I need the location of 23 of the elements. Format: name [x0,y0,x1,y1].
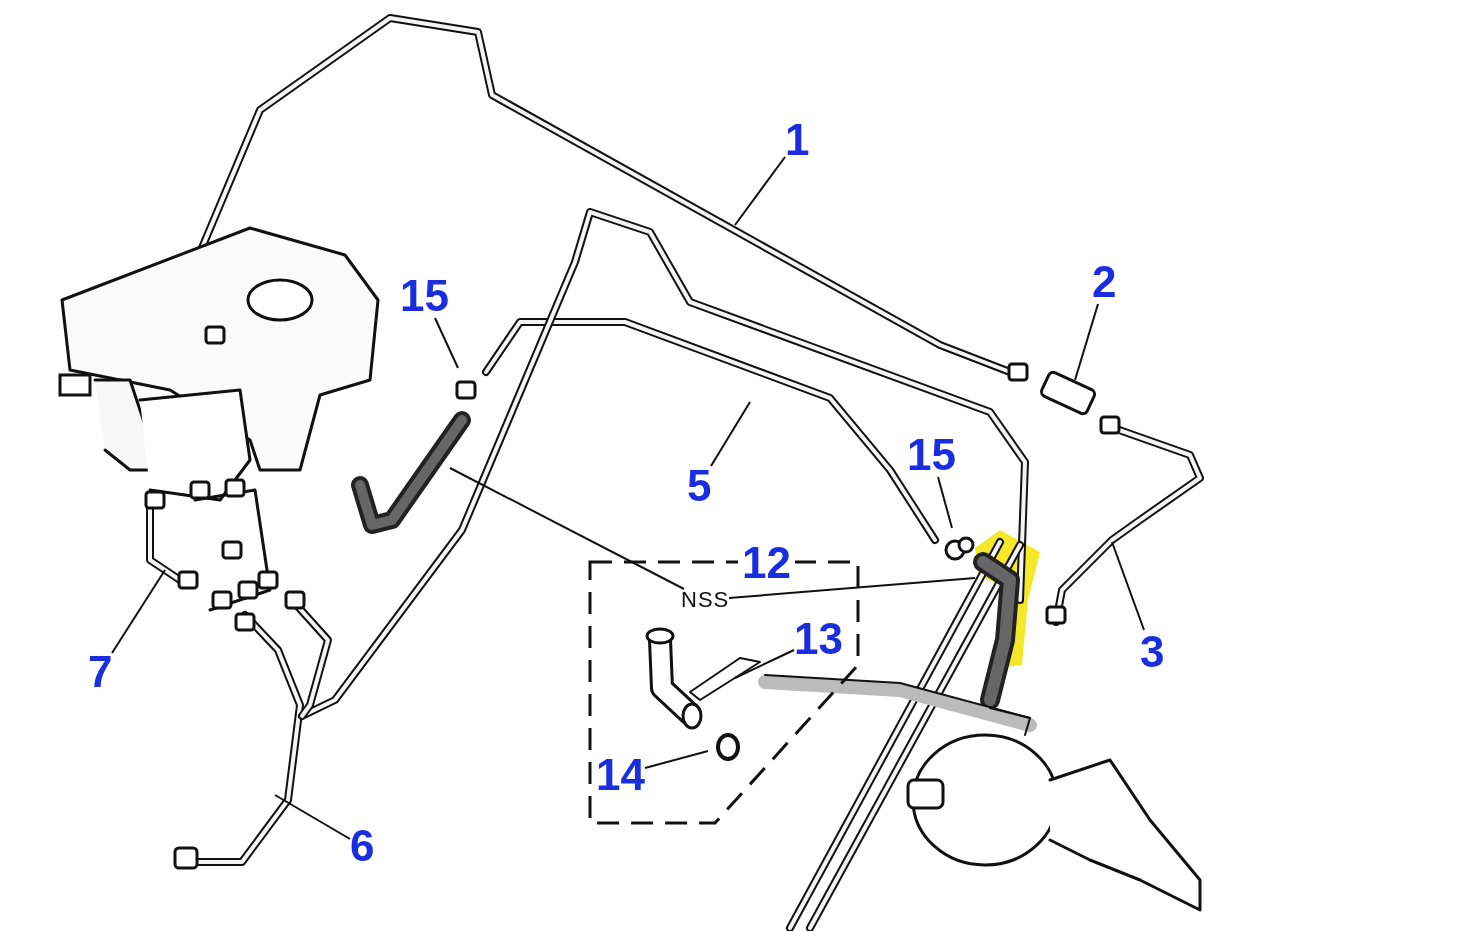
callout-number: 1 [785,118,810,162]
callout-number: 14 [596,753,645,797]
callout-number: 15 [400,274,449,318]
callout-number: 7 [88,650,113,694]
leader-line [274,794,351,840]
leader-line [1074,303,1099,381]
leader-line [734,649,795,679]
callout-number: 2 [1092,260,1117,304]
callout-number: 13 [794,617,843,661]
leader-line [644,750,709,769]
leader-line [937,476,953,529]
leader-line [111,569,166,654]
part-note: NSS [681,589,730,611]
callout-number: 5 [687,464,712,508]
callout-number: 15 [907,433,956,477]
leader-line [434,317,459,369]
leader-line [710,401,751,467]
leader-line [728,577,976,599]
callout-number: 3 [1140,630,1165,674]
leader-line [449,467,685,590]
leader-line [1111,541,1145,631]
callout-number: 6 [350,824,375,868]
leader-line [734,156,786,226]
